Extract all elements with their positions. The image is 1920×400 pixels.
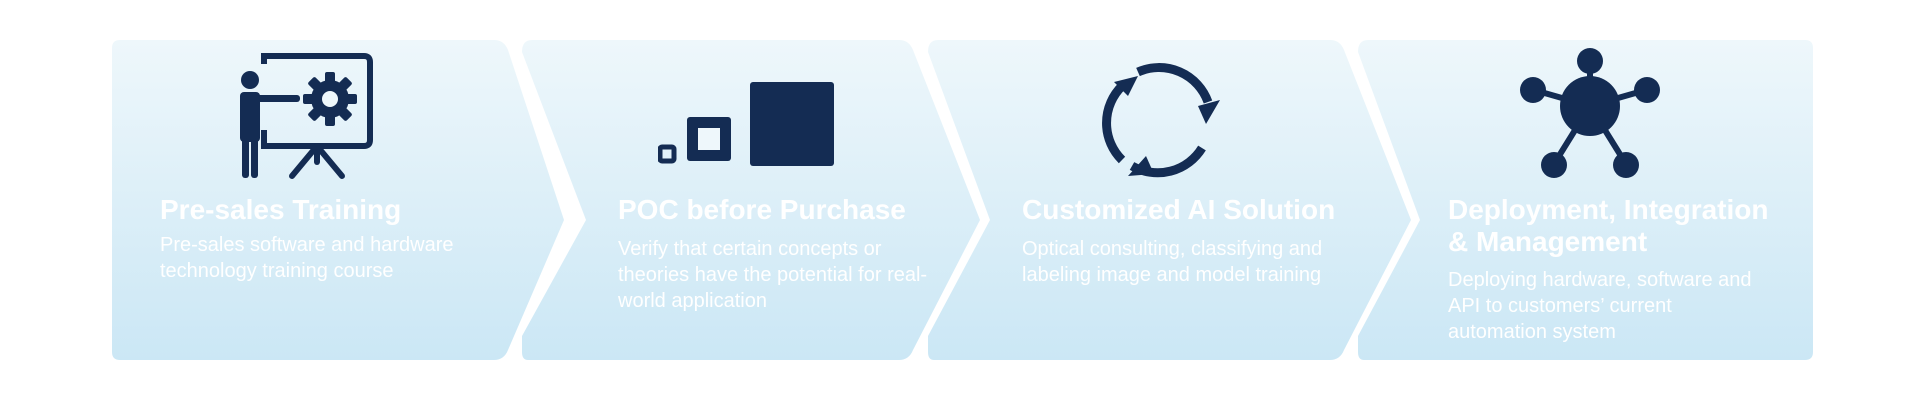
step-description: Verify that certain concepts or theories…: [618, 238, 928, 312]
step-pre-sales-training: Pre-sales Training Pre-sales software an…: [112, 40, 572, 360]
cycle-arrows-icon: [1098, 62, 1222, 186]
step-title: POC before Purchase: [618, 194, 906, 225]
step-description: Pre-sales software and hardware technolo…: [160, 234, 454, 282]
growing-squares-icon: [658, 82, 838, 168]
step-chevron-shape: [1358, 40, 1813, 360]
step-customized-ai-solution: Customized AI Solution Optical consultin…: [928, 40, 1418, 360]
step-title: Customized AI Solution: [1022, 194, 1336, 225]
step-title: Deployment, Integration & Management: [1448, 194, 1769, 257]
step-chevron-shape: [112, 40, 564, 360]
step-description: Optical consulting, classifying and labe…: [1022, 238, 1323, 286]
step-description: Deploying hardware, software and API to …: [1448, 269, 1752, 343]
step-deployment-integration-management: Deployment, Integration & Management Dep…: [1358, 40, 1813, 360]
step-title: Pre-sales Training: [160, 194, 402, 225]
network-hub-icon: [1520, 48, 1660, 180]
step-chevron-shape: [928, 40, 1411, 360]
step-chevron-shape: [522, 40, 980, 360]
step-poc-before-purchase: POC before Purchase Verify that certain …: [522, 40, 982, 360]
presentation-gear-icon: [230, 52, 375, 182]
